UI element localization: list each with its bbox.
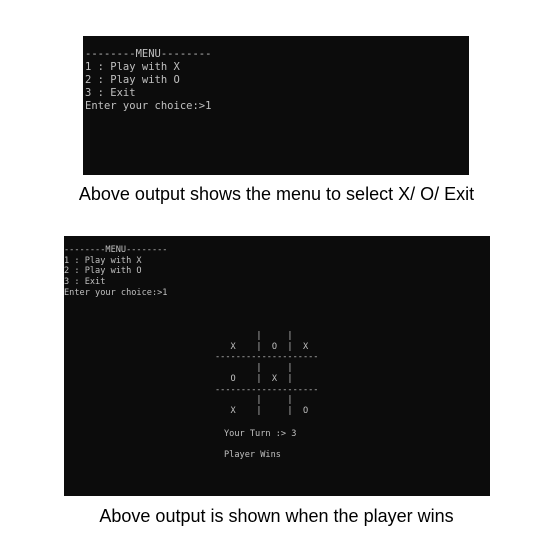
caption-player-wins: Above output is shown when the player wi…	[99, 506, 454, 526]
terminal-window-game: --------MENU-------- 1 : Play with X 2 :…	[64, 236, 490, 496]
menu-option-play-o: 2 : Play with O	[64, 266, 142, 277]
game-result: Player Wins	[224, 450, 281, 460]
menu-header: --------MENU--------	[64, 245, 168, 255]
board-spacer-row: | |	[215, 363, 319, 374]
turn-prompt: Your Turn :> 3	[224, 429, 297, 439]
board-spacer-row: | |	[215, 331, 319, 341]
board-divider: --------------------	[215, 352, 319, 363]
board-row-3: X | | O	[215, 405, 319, 416]
menu-option-play-x: 1 : Play with X	[64, 255, 142, 266]
menu-header: --------MENU--------	[85, 48, 212, 60]
board-spacer-row: | |	[215, 395, 319, 406]
board-row-2: O | X |	[215, 373, 319, 384]
board-divider: --------------------	[215, 384, 319, 395]
menu-option-exit: 3 : Exit	[85, 87, 136, 99]
choice-prompt: Enter your choice:>1	[64, 287, 168, 298]
terminal-window-menu: --------MENU-------- 1 : Play with X 2 :…	[83, 36, 469, 175]
menu-option-exit: 3 : Exit	[64, 277, 106, 288]
tic-tac-toe-board: | | X | O | X -------------------- | | O…	[215, 331, 318, 417]
menu-option-play-o: 2 : Play with O	[85, 74, 180, 86]
board-row-1: X | O | X	[215, 341, 319, 352]
menu-option-play-x: 1 : Play with X	[85, 61, 180, 73]
caption-menu: Above output shows the menu to select X/…	[78, 184, 475, 204]
choice-prompt: Enter your choice:>1	[85, 100, 212, 112]
